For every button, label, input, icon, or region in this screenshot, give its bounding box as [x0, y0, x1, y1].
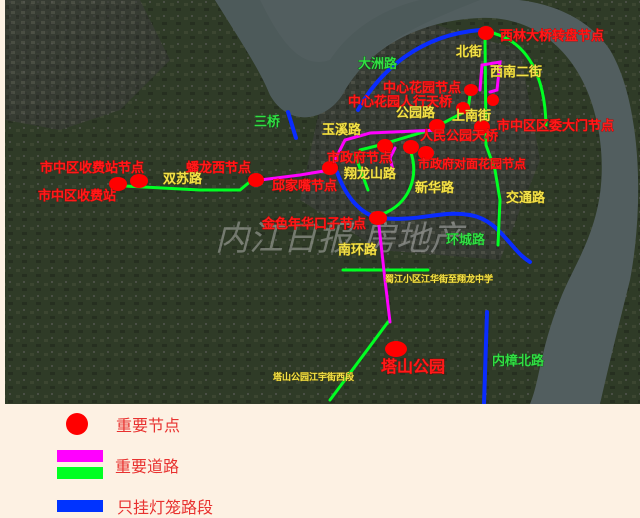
node-toll-station-2[interactable]: [130, 174, 148, 188]
road-swatches: [57, 450, 103, 479]
label-road: 北街: [456, 44, 482, 60]
node-central-garden[interactable]: [464, 84, 478, 96]
node-panlong-west[interactable]: [248, 173, 264, 187]
label-road: 内樟北路: [492, 353, 545, 369]
label-road: 南环路: [338, 242, 378, 258]
label-road: 公园路: [396, 105, 436, 121]
legend-label: 只挂灯笼路段: [117, 498, 214, 517]
road-shuangsu: [123, 178, 254, 192]
label-node: 市政府对面花园节点: [418, 156, 526, 171]
label-node: 蟠龙西节点: [186, 160, 251, 176]
label-road: 塔山公园江宇街西段: [273, 371, 355, 383]
label-road: 翔龙山路: [343, 166, 397, 182]
label-node: 人民公园天桥: [420, 128, 499, 144]
label-node: 市中区区委大门节点: [497, 118, 614, 134]
label-node: 邱家嘴节点: [272, 178, 337, 194]
node-tashan-park[interactable]: [385, 341, 407, 357]
label-road: 环城路: [446, 232, 486, 248]
lantern-roads: [286, 28, 532, 404]
label-node: 金色年华口子节点: [261, 216, 366, 232]
label-road: 玉溪路: [322, 122, 362, 138]
road-tashan-jiangyu: [328, 320, 390, 402]
label-road: 蜀江小区江华街至翔龙中学: [385, 273, 493, 285]
urban-area: [5, 0, 170, 130]
label-node: 西林大桥转盘节点: [500, 28, 604, 44]
important-nodes: [109, 26, 499, 357]
node-xilin-bridge[interactable]: [478, 26, 494, 40]
label-road: 西南二街: [490, 64, 542, 80]
label-place: 市中区收费站: [38, 188, 116, 204]
legend-item-nodes: 重要节点: [66, 412, 180, 436]
legend-item-lantern-roads: 只挂灯笼路段: [57, 494, 213, 518]
legend: 重要节点 重要道路 只挂灯笼路段: [0, 404, 640, 518]
node-central-garden-3[interactable]: [487, 94, 499, 106]
legend-item-major-roads: 重要道路: [57, 450, 179, 479]
node-qiujiazui[interactable]: [322, 161, 338, 175]
label-road: 双苏路: [163, 171, 203, 187]
road-xianglong: [353, 153, 370, 192]
road-neizhang-north: [482, 310, 489, 404]
legend-label: 重要节点: [116, 416, 181, 435]
satellite-map[interactable]: 内江日报 房地产: [0, 0, 640, 404]
blue-swatch: [57, 500, 103, 512]
road-xinhua: [378, 148, 416, 217]
road-nanhuan: [376, 215, 392, 324]
label-node: 中心花园节点: [383, 80, 461, 96]
legend-label: 重要道路: [115, 456, 180, 476]
major-roads-magenta: [258, 60, 502, 324]
label-node: 市中区收费站节点: [40, 160, 144, 176]
label-road: 大洲路: [358, 56, 398, 72]
road-yuxi: [258, 128, 442, 182]
node-golden-age[interactable]: [369, 211, 387, 225]
road-shangnan: [483, 33, 502, 247]
green-swatch: [57, 467, 103, 479]
river: [215, 0, 480, 118]
road-xinan-er: [478, 60, 502, 94]
node-district-committee[interactable]: [474, 120, 490, 134]
node-garden-opposite[interactable]: [418, 146, 434, 160]
node-toll-station[interactable]: [109, 177, 127, 191]
node-renmin-park-bridge[interactable]: [429, 119, 445, 133]
node-city-gov-2[interactable]: [403, 140, 419, 154]
road-dazhou: [356, 28, 482, 112]
label-road: 交通路: [506, 190, 546, 206]
label-road: 新华路: [415, 180, 455, 196]
label-node: 塔山公园: [381, 357, 445, 376]
magenta-swatch: [57, 450, 103, 462]
label-node: 市政府节点: [327, 150, 392, 166]
label-road: 三桥: [254, 114, 281, 130]
watermark: 内江日报 房地产: [215, 219, 467, 259]
node-city-gov[interactable]: [377, 139, 393, 153]
road-xilin-east: [486, 30, 548, 127]
road-shizhengfu: [388, 146, 397, 172]
label-node: 中心花园人行天桥: [348, 94, 453, 110]
road-huancheng: [335, 170, 532, 264]
road-sanqiao: [286, 110, 298, 140]
node-central-garden-bridge[interactable]: [456, 102, 470, 114]
red-dot-icon: [66, 413, 88, 435]
label-road: 上南街: [452, 108, 491, 124]
